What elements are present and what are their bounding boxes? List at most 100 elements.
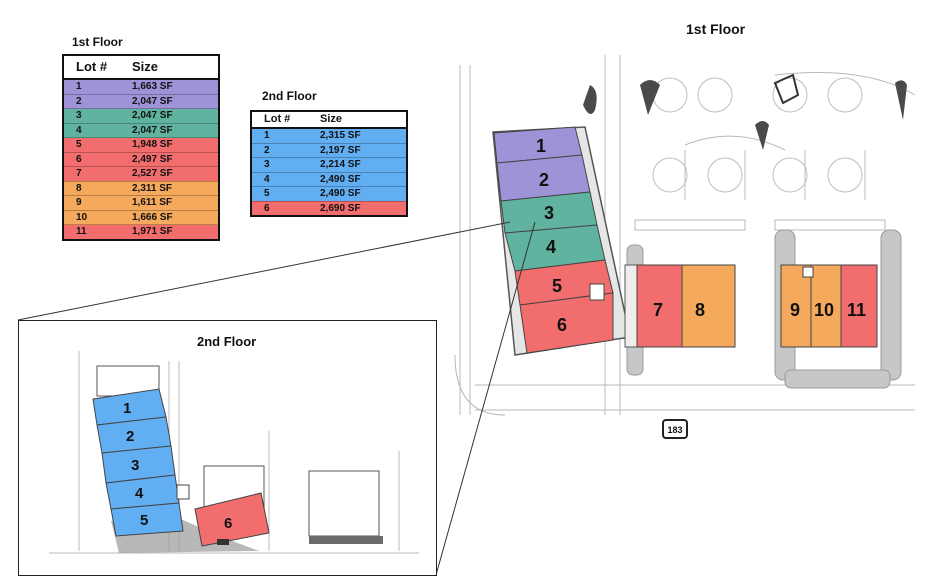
unit-label: 1 xyxy=(536,136,546,156)
column-header-lot: Lot # xyxy=(251,111,314,129)
unit-label: 6 xyxy=(557,315,567,335)
lot-number: 4 xyxy=(63,123,126,138)
highway-shield-icon: 183 xyxy=(662,419,688,439)
lot-number: 9 xyxy=(63,195,126,211)
first-floor-table-heading: 1st Floor xyxy=(72,35,123,49)
lot-number: 2 xyxy=(63,94,126,109)
column-header-size: Size xyxy=(314,111,407,129)
unit-9[interactable] xyxy=(780,264,812,348)
second-floor-table-heading: 2nd Floor xyxy=(262,89,317,103)
lot-number: 6 xyxy=(251,201,314,217)
lot-number: 1 xyxy=(63,79,126,95)
lot-size: 2,490 SF xyxy=(314,186,407,202)
right-building-base xyxy=(309,536,383,544)
unit-label: 4 xyxy=(135,485,144,502)
table-header-row: Lot # Size xyxy=(251,111,407,129)
lot-size: 1,666 SF xyxy=(126,210,219,225)
lot-number: 7 xyxy=(63,166,126,182)
lot-number: 4 xyxy=(251,172,314,187)
utility-box xyxy=(802,266,814,278)
lot-number: 3 xyxy=(251,157,314,173)
right-building-outline xyxy=(308,470,380,537)
unit-6[interactable] xyxy=(194,492,270,547)
lot-size: 2,490 SF xyxy=(314,172,407,187)
lot-number: 5 xyxy=(63,137,126,153)
unit-11[interactable] xyxy=(840,264,878,348)
lot-size: 2,690 SF xyxy=(314,201,407,217)
lot-number: 1 xyxy=(251,128,314,144)
unit-label: 10 xyxy=(814,300,834,320)
column-header-lot: Lot # xyxy=(63,55,126,80)
door-mark xyxy=(217,539,229,545)
lot-size: 2,315 SF xyxy=(314,128,407,144)
unit-10[interactable] xyxy=(810,264,842,348)
parking-stalls xyxy=(652,77,866,200)
unit-label: 4 xyxy=(546,237,556,257)
lot-size: 2,497 SF xyxy=(126,152,219,167)
lot-number: 6 xyxy=(63,152,126,167)
stair-core xyxy=(589,283,605,301)
lot-size: 2,214 SF xyxy=(314,157,407,173)
unit-label: 5 xyxy=(140,512,148,529)
second-floor-inset: 2nd Floor 1 2 3 xyxy=(18,320,437,576)
lot-size: 2,197 SF xyxy=(314,143,407,158)
unit-label: 8 xyxy=(695,300,705,320)
unit-7[interactable] xyxy=(636,264,683,348)
lot-number: 3 xyxy=(63,108,126,124)
second-floor-plan-heading: 2nd Floor xyxy=(197,334,257,349)
unit-8[interactable] xyxy=(681,264,736,348)
lot-size: 2,047 SF xyxy=(126,94,219,109)
lot-size: 1,611 SF xyxy=(126,195,219,211)
unit-label: 3 xyxy=(544,203,554,223)
second-floor-plan: 1 2 3 4 5 6 xyxy=(49,351,419,554)
table-header-row: Lot # Size xyxy=(63,55,219,80)
unit-label: 2 xyxy=(126,428,134,445)
column-header-size: Size xyxy=(126,55,219,80)
unit-label: 9 xyxy=(790,300,800,320)
lot-number: 5 xyxy=(251,186,314,202)
lot-number: 10 xyxy=(63,210,126,225)
unit-label: 7 xyxy=(653,300,663,320)
unit-label: 1 xyxy=(123,400,131,417)
unit-5[interactable] xyxy=(110,502,184,537)
lot-size: 2,311 SF xyxy=(126,181,219,196)
unit-label: 2 xyxy=(539,170,549,190)
first-floor-plan-heading: 1st Floor xyxy=(686,21,746,37)
unit-label: 11 xyxy=(847,300,866,320)
lot-size: 1,948 SF xyxy=(126,137,219,153)
first-floor-site-plan: 1 2 3 4 5 6 7 8 9 10 11 183 xyxy=(454,55,916,439)
lot-number: 2 xyxy=(251,143,314,158)
lot-size: 1,663 SF xyxy=(126,79,219,95)
lot-size: 2,527 SF xyxy=(126,166,219,182)
unit-label: 6 xyxy=(224,515,232,532)
highway-number: 183 xyxy=(667,425,682,435)
stair-core xyxy=(176,484,190,500)
unit-6[interactable] xyxy=(519,292,614,354)
lot-size: 2,047 SF xyxy=(126,123,219,138)
unit-label: 3 xyxy=(131,457,139,474)
lot-number: 11 xyxy=(63,224,126,240)
lot-size: 1,971 SF xyxy=(126,224,219,240)
planters xyxy=(583,73,907,150)
lot-size: 2,047 SF xyxy=(126,108,219,124)
unit-label: 5 xyxy=(552,276,562,296)
